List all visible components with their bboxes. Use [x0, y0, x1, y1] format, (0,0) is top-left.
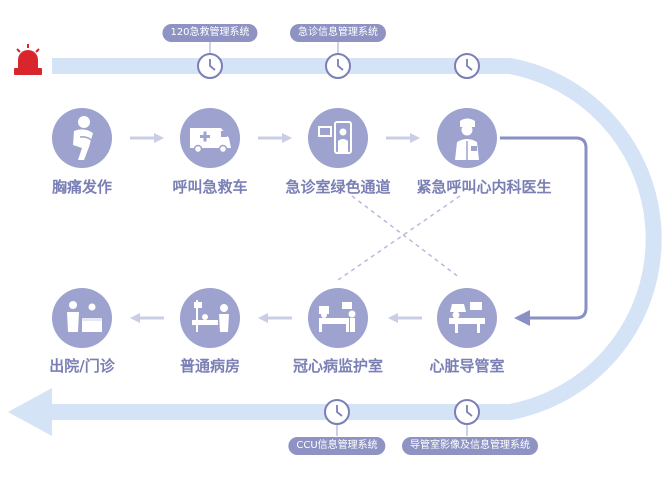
node-ccu	[308, 288, 368, 348]
doctor-icon	[455, 118, 479, 160]
clock-icon	[454, 399, 480, 425]
icu-bed-icon	[319, 302, 356, 332]
er-monitor-door-icon	[318, 121, 352, 154]
label-cath-lab: 心脏导管室	[429, 357, 505, 375]
track-arrow-head	[8, 388, 52, 436]
node-chest-pain	[52, 108, 112, 168]
label-chest-pain: 胸痛发作	[51, 178, 113, 196]
node-cardiologist	[437, 108, 497, 168]
label-cardiologist: 紧急呼叫心内科医生	[416, 178, 552, 196]
node-ambulance	[180, 108, 240, 168]
clock-icon	[197, 53, 223, 79]
clock-icon	[325, 53, 351, 79]
alarm-light-icon	[14, 44, 42, 75]
system-tag-er-info: 急诊信息管理系统	[290, 24, 386, 42]
node-ward	[180, 288, 240, 348]
ward-bed-icon	[192, 300, 229, 332]
system-tag-cath-imaging: 导管室影像及信息管理系统	[402, 437, 538, 455]
process-track	[8, 58, 662, 436]
ambulance-icon	[190, 128, 231, 154]
node-discharge	[52, 288, 112, 348]
label-ccu: 冠心病监护室	[292, 357, 384, 375]
person-chest-pain-icon	[73, 116, 93, 160]
label-ambulance: 呼叫急救车	[172, 178, 248, 196]
return-connector	[500, 136, 588, 326]
clock-icon	[454, 53, 480, 79]
label-er-green-channel: 急诊室绿色通道	[285, 178, 391, 196]
system-tag-ccu-info: CCU信息管理系统	[288, 437, 386, 455]
clock-icon	[324, 399, 350, 425]
system-tag-120: 120急救管理系统	[162, 24, 258, 42]
flow-arrows-bottom	[130, 313, 422, 323]
node-er-green-channel	[308, 108, 368, 168]
reception-desk-icon	[67, 301, 102, 332]
flow-arrows-top	[130, 133, 420, 143]
cath-lab-bed-icon	[449, 302, 485, 333]
node-cath-lab	[437, 288, 497, 348]
label-discharge: 出院/门诊	[49, 357, 115, 375]
label-ward: 普通病房	[179, 357, 241, 375]
cross-links	[337, 195, 461, 281]
